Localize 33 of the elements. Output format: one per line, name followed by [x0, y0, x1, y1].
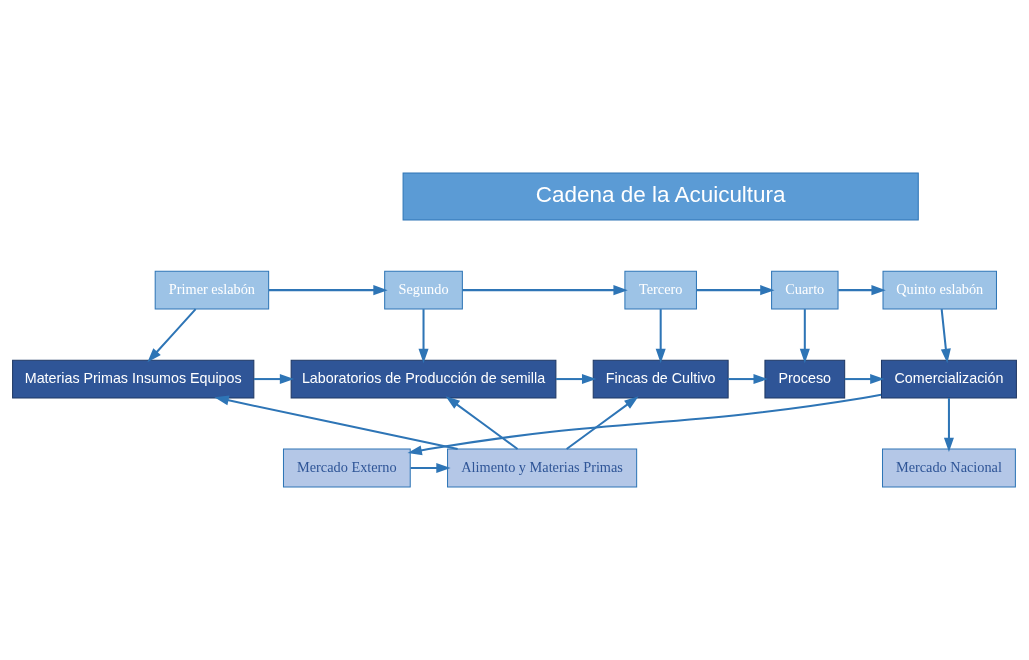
arrow	[838, 285, 886, 296]
node-box: Segundo	[384, 270, 463, 310]
arrow	[445, 396, 519, 450]
node-box: Laboratorios de Producción de semilla	[290, 359, 557, 399]
node-box: Primer eslabón	[154, 270, 270, 310]
node-box: Tercero	[624, 270, 697, 310]
node-box: Proceso	[764, 359, 846, 399]
arrow	[943, 398, 954, 453]
node-box: Quinto eslabón	[882, 270, 997, 310]
arrow	[268, 285, 388, 296]
arrow	[147, 308, 197, 363]
diagram-title: Cadena de la Acuicultura	[535, 182, 786, 208]
node-box: Materias Primas Insumos Equipos	[12, 359, 255, 399]
arrow	[407, 393, 882, 456]
arrow	[799, 309, 810, 364]
arrow	[254, 374, 295, 385]
node-box: Cuarto	[771, 270, 839, 310]
arrow	[566, 396, 639, 450]
arrow	[214, 395, 458, 451]
node-box: Mercado Nacional	[882, 448, 1016, 488]
arrow	[410, 463, 451, 473]
arrow	[655, 309, 666, 364]
node-box: Fincas de Cultivo	[592, 359, 729, 399]
arrow	[844, 374, 885, 385]
arrow	[462, 285, 628, 296]
node-box: Alimento y Materias Primas	[447, 448, 638, 488]
arrow	[940, 309, 951, 364]
arrow	[696, 285, 775, 296]
arrow	[418, 309, 429, 364]
arrow	[728, 374, 768, 385]
arrow	[556, 374, 597, 385]
node-box: Comercialización	[880, 359, 1017, 399]
node-box: Mercado Externo	[282, 448, 411, 488]
